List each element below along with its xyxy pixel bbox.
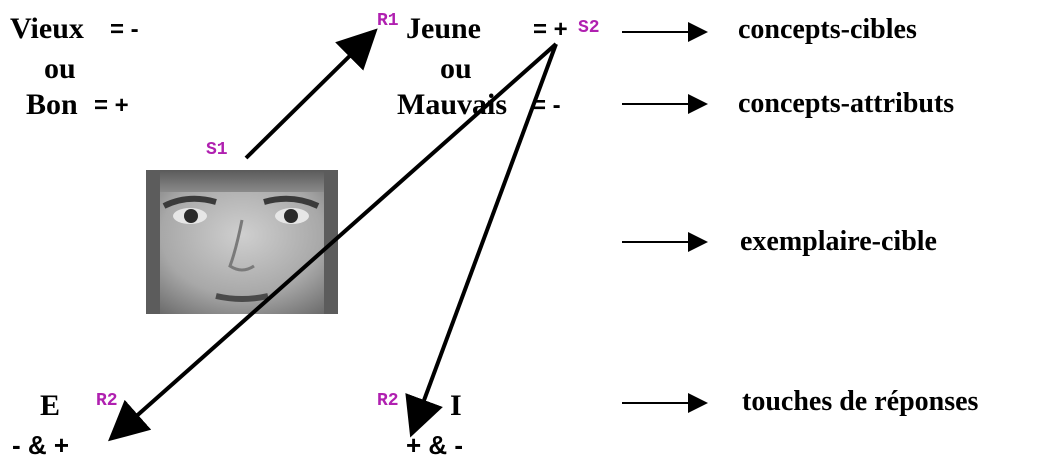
arrow-s1-to-r1 — [244, 28, 378, 160]
tag-r1: R1 — [377, 11, 399, 31]
tag-r2-right: R2 — [377, 391, 399, 411]
category-ou-center: ou — [440, 52, 472, 85]
category-mauvais: Mauvais — [397, 88, 508, 121]
category-vieux: Vieux — [10, 12, 84, 45]
response-key-e: E — [40, 389, 61, 422]
legend-touches-de-reponses: touches de réponses — [742, 386, 979, 417]
tag-r2-left: R2 — [96, 391, 118, 411]
legend-concepts-attributs: concepts-attributs — [738, 88, 955, 119]
face-photo-drawing — [146, 170, 338, 314]
face-photo-icon — [146, 170, 338, 314]
category-ou-left: ou — [44, 52, 76, 85]
legend-concepts-cibles: concepts-cibles — [738, 14, 917, 45]
category-mauvais-sign: = - — [532, 92, 561, 119]
response-combo-left: - & + — [12, 430, 70, 460]
category-bon-sign: = + — [94, 92, 129, 119]
response-combo-right: + & - — [406, 430, 464, 460]
category-vieux-sign: = - — [110, 16, 139, 43]
tag-s2: S2 — [578, 18, 600, 38]
response-key-i: I — [450, 389, 462, 422]
category-bon: Bon — [26, 88, 78, 121]
category-jeune: Jeune — [406, 12, 481, 45]
tag-s1: S1 — [206, 140, 228, 160]
category-jeune-sign: = + — [533, 16, 568, 43]
legend-exemplaire-cible: exemplaire-cible — [740, 226, 937, 257]
